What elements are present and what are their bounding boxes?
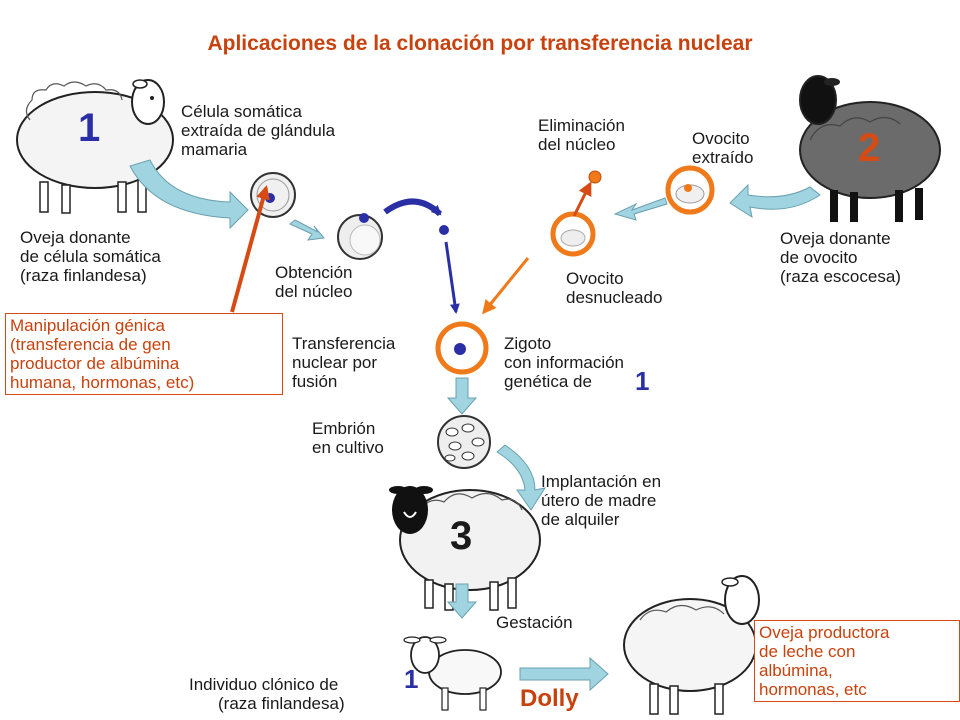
producer-box: Oveja productora de leche con albúmina, … (754, 620, 960, 702)
gestation-label: Gestación (496, 613, 573, 632)
transfer-label: Transferencia nuclear por fusión (292, 334, 396, 391)
clone-number: 1 (404, 664, 419, 694)
step-number-1: 1 (78, 106, 101, 150)
oocyte-to-zygote-arrow-icon (482, 257, 530, 315)
gene-manipulation-arrow-icon (230, 185, 270, 313)
clone-label: Individuo clónico de (189, 675, 339, 694)
dolly-label: Dolly (520, 685, 579, 712)
implant-label: Implantación en útero de madre de alquil… (541, 472, 662, 529)
nucleus-down-arrow-icon (444, 241, 460, 314)
removal-label: Eliminación del núcleo (538, 116, 625, 154)
step-number-2: 2 (858, 126, 881, 170)
sheep-2-icon (799, 75, 941, 222)
gene-manipulation-box: Manipulación génica (transferencia de ge… (5, 313, 283, 395)
sheep-3-icon (389, 486, 541, 611)
nucleus-label: Obtención del núcleo (275, 263, 353, 301)
right-arrow-icon (519, 656, 609, 692)
donor-2-label: Oveja donante de ovocito (raza escocesa) (780, 229, 901, 286)
down-arrow-icon (446, 377, 478, 415)
down-arrow-icon (446, 583, 478, 619)
zygote-number: 1 (635, 366, 650, 396)
dolly-sheep-icon (623, 575, 760, 715)
removal-arrow-icon (572, 181, 592, 217)
oocyte-icon (665, 165, 715, 215)
nucleus-transfer-arrow-icon (383, 198, 443, 217)
zygote-icon (435, 321, 489, 375)
donor-1-label: Oveja donante de célula somática (raza f… (20, 228, 161, 285)
nucleus-cell-icon (337, 213, 383, 260)
somatic-cell-icon (250, 172, 296, 218)
straight-arrow-icon (613, 197, 668, 221)
somatic-cell-label: Célula somática extraída de glándula mam… (181, 102, 336, 159)
step-number-3: 3 (450, 514, 473, 558)
zygote-label: Zigoto con información genética de (504, 334, 625, 391)
free-nucleus-icon (439, 225, 449, 235)
page-title: Aplicaciones de la clonación por transfe… (207, 32, 753, 55)
enucleated-label: Ovocito desnucleado (566, 269, 663, 307)
curved-arrow-icon (496, 444, 547, 511)
oocyte-label: Ovocito extraído (692, 129, 754, 167)
straight-arrow-icon (289, 219, 325, 241)
curved-arrow-icon (129, 159, 249, 230)
clone-breed-label: (raza finlandesa) (218, 694, 345, 713)
lamb-icon (403, 636, 502, 711)
removed-nucleus-icon (588, 170, 602, 184)
sheep-1-icon (16, 79, 174, 214)
enucleated-oocyte-icon (550, 211, 596, 257)
embryo-label: Embrión en cultivo (312, 419, 384, 457)
embryo-icon (437, 415, 491, 469)
curved-arrow-icon (729, 183, 821, 219)
